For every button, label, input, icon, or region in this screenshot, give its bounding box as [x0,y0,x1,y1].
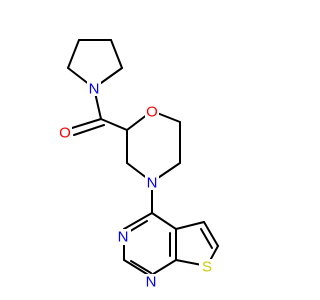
bond [203,221,219,247]
bond [123,259,151,277]
atom-n-pyrrolidine: N [87,81,101,98]
atom-n-pyrimidine-b: N [143,274,159,291]
atom-s-thiophene: S [199,259,215,276]
atom-label: N [147,175,158,192]
bond [71,118,102,129]
bond [67,39,80,69]
bond [100,118,128,131]
bond [130,260,152,274]
atom-n-morpholine: N [145,175,159,192]
atom-o-ring: O [145,104,159,121]
atoms: N O O N N N S [58,81,215,291]
atom-n-pyrimidine-a: N [115,229,131,246]
atom-label: N [89,81,100,98]
molecule-structure: N O O N N N S [58,39,219,291]
bond [149,259,177,277]
bond [200,228,213,249]
bond [123,212,153,230]
atom-label: S [202,259,212,276]
atom-label: N [118,229,129,246]
atom-label: O [59,125,71,142]
atom-label: O [146,104,158,121]
atom-o-carbonyl: O [58,125,72,142]
bond [73,124,105,136]
bonds [67,39,219,277]
bond [151,212,177,230]
bond [110,39,123,69]
atom-label: N [146,274,157,291]
bond [175,221,205,230]
